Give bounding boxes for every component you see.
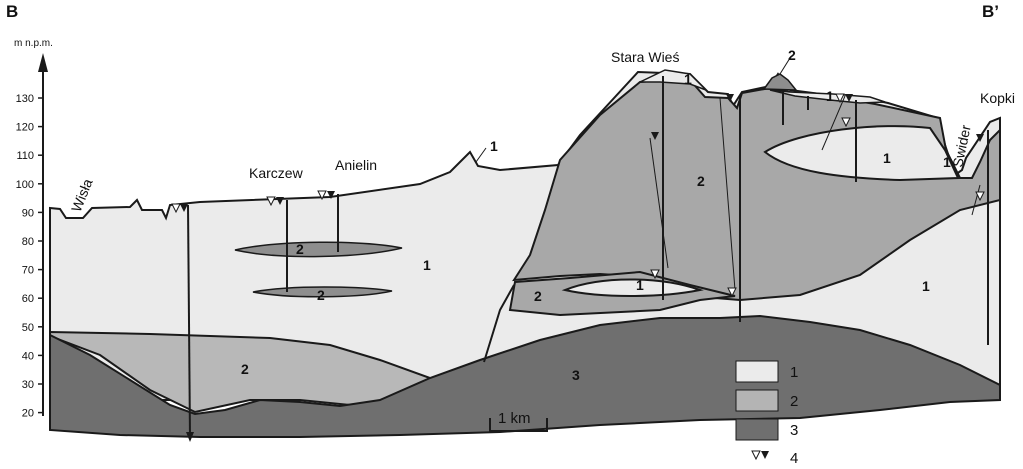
unit-label-1: 1 — [922, 278, 930, 294]
axis-tick-label: 110 — [16, 150, 34, 162]
water-table-icon — [845, 94, 853, 102]
water-table-symbols — [171, 93, 985, 298]
legend-swatch-2 — [735, 389, 779, 412]
legend-label-4: 4 — [790, 450, 798, 467]
place-stara-wies: Stara Wieś — [611, 49, 679, 65]
place-anielin: Anielin — [335, 157, 377, 173]
legend-water-table-icon — [751, 450, 761, 461]
section-start-label: B — [6, 2, 18, 21]
unit-label-2: 2 — [317, 287, 325, 303]
unit-label-2: 2 — [241, 361, 249, 377]
axis-tick-label: 130 — [16, 93, 34, 105]
legend-label-2: 2 — [790, 393, 798, 410]
legend: 1 2 3 4 — [735, 360, 798, 467]
axis-tick-label: 70 — [22, 265, 34, 277]
water-table-icon — [171, 203, 181, 214]
water-table-icon — [266, 196, 276, 207]
elevation-axis: m n.p.m. 130 120 110 100 90 80 70 60 50 40 30 20 — [14, 38, 53, 420]
axis-tick-label: 50 — [22, 322, 34, 334]
water-table-icon — [276, 197, 284, 205]
axis-tick-label: 90 — [22, 207, 34, 219]
unit-label-3: 3 — [572, 367, 580, 383]
water-table-icon — [650, 269, 660, 280]
water-table-icon — [975, 191, 985, 202]
place-karczew: Karczew — [249, 165, 304, 181]
unit-label-2: 2 — [788, 47, 796, 63]
water-table-icon — [976, 134, 984, 142]
place-kopki: Kopki — [980, 90, 1015, 106]
axis-tick-label: 20 — [22, 408, 34, 420]
water-table-icon — [317, 190, 327, 201]
scale-bar: 1 km — [489, 410, 548, 432]
water-table-icon — [727, 287, 737, 298]
legend-swatch-3 — [735, 418, 779, 441]
unit1-top-patch — [639, 69, 707, 91]
unit-number-labels: 1 1 1 1 1 1 1 1 2 2 2 2 2 2 3 — [241, 47, 951, 383]
boreholes — [186, 76, 989, 442]
unit-label-1: 1 — [423, 257, 431, 273]
unit-label-1: 1 — [684, 71, 692, 87]
unit-label-2: 2 — [296, 241, 304, 257]
legend-water-table-icon — [761, 451, 769, 459]
unit-label-2: 2 — [697, 173, 705, 189]
axis-tick-label: 60 — [22, 293, 34, 305]
section-end-label: B’ — [982, 2, 999, 21]
unit-boundary-line — [483, 284, 515, 363]
borehole-wisla — [187, 204, 191, 439]
unit1-lens-lower — [561, 278, 704, 297]
unit2-mound — [762, 73, 798, 91]
unit-label-2: 2 — [534, 288, 542, 304]
unit-label-1: 1 — [826, 88, 834, 104]
axis-tick-label: 80 — [22, 236, 34, 248]
axis-tick-label: 100 — [16, 179, 34, 191]
legend-label-1: 1 — [790, 364, 798, 381]
axis-arrow-icon — [38, 53, 48, 72]
legend-swatch-1 — [735, 360, 779, 383]
water-table-icon — [651, 132, 659, 140]
unit-label-1: 1 — [943, 154, 951, 170]
unit-label-1: 1 — [490, 138, 498, 154]
water-table-icon — [726, 94, 734, 102]
borehole-arrow-icon — [186, 432, 194, 442]
legend-label-3: 3 — [790, 422, 798, 439]
unit-label-1: 1 — [883, 150, 891, 166]
unit1-lens-right — [763, 125, 960, 182]
water-table-icon — [835, 93, 845, 104]
water-table-icon — [180, 204, 188, 212]
axis-tick-label: 120 — [16, 122, 34, 134]
axis-tick-label: 30 — [22, 379, 34, 391]
unit1-top-patch-east — [769, 89, 886, 104]
unit-label-1: 1 — [636, 277, 644, 293]
water-table-icon — [327, 191, 335, 199]
water-table-icon — [841, 117, 851, 128]
axis-tick-label: 40 — [22, 350, 34, 362]
scale-bar-label: 1 km — [498, 410, 531, 427]
axis-unit-label: m n.p.m. — [14, 38, 53, 49]
